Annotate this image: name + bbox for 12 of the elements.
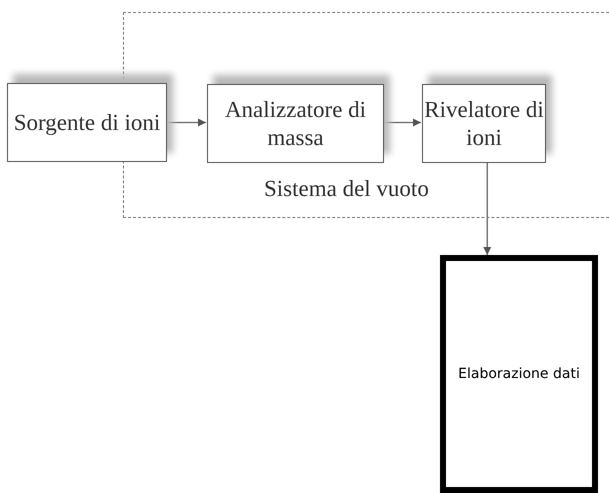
box-label: Rivelatore di ioni [423,96,545,152]
arrow [167,118,206,126]
arrow [483,162,492,255]
box-label: Analizzatore di massa [224,96,368,152]
process-box [422,84,546,163]
arrow [383,118,421,126]
process-box [440,255,598,493]
process-box [207,84,384,163]
box-label: Elaborazione dati [458,364,580,384]
box-label: Sorgente di ioni [14,108,160,136]
process-box [7,83,167,162]
group-label: Sistema del vuoto [264,176,429,202]
